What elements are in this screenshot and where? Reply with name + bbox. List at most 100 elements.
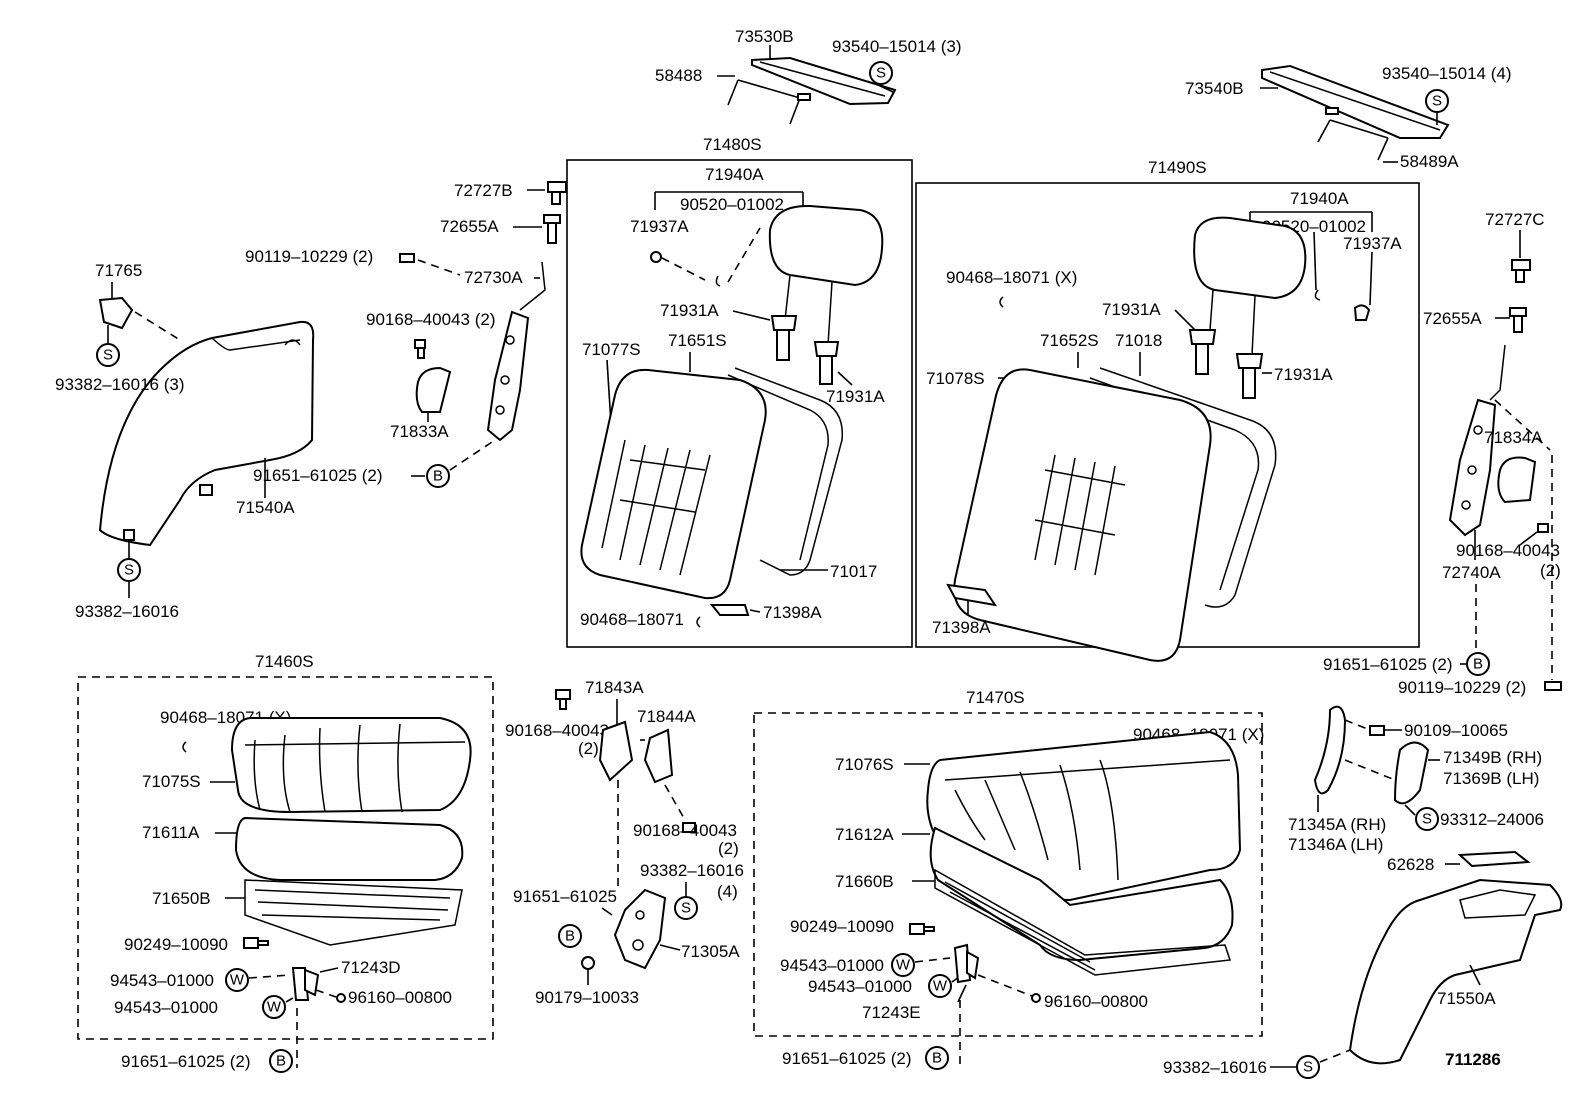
- side-cover-71540A: [98, 320, 315, 547]
- seatback-left: [580, 367, 844, 600]
- marker-s-93540-4: S: [1425, 89, 1449, 113]
- marker-w-left1: W: [225, 968, 249, 992]
- svg-text:S: S: [1432, 93, 1442, 110]
- marker-s-93382-mid: S: [674, 896, 698, 920]
- label-90179: 90179–10033: [535, 988, 639, 1007]
- label-62628: 62628: [1387, 855, 1434, 874]
- box-71480S: [566, 159, 913, 648]
- cover-71349B: [1393, 741, 1430, 805]
- bracket-71844A: [643, 728, 674, 784]
- guide-71931A-right2: [1235, 353, 1264, 399]
- cover-71345A: [1313, 705, 1347, 795]
- label-71017: 71017: [830, 562, 877, 581]
- label-93382-3: 93382–16016 (3): [55, 375, 185, 394]
- label-71540A: 71540A: [236, 498, 295, 517]
- label-94543-left1: 94543–01000: [110, 971, 214, 990]
- label-711286: 711286: [1445, 1050, 1501, 1069]
- label-90119-left: 90119–10229 (2): [245, 247, 373, 266]
- svg-text:B: B: [276, 1053, 286, 1070]
- svg-text:S: S: [1303, 1059, 1313, 1076]
- marker-s-93312: S: [1415, 807, 1439, 831]
- marker-b-91651-left: B: [426, 464, 450, 488]
- bracket-71398A-left: [709, 604, 750, 616]
- marker-s-93382-br: S: [1296, 1055, 1320, 1079]
- seatback-right: [953, 367, 1277, 662]
- label-90168-left: 90168–40043 (2): [366, 310, 496, 329]
- label-58488: 58488: [655, 66, 702, 85]
- label-91651-br: 91651–61025 (2): [782, 1049, 912, 1068]
- label-71550A: 71550A: [1437, 989, 1496, 1008]
- label-93540-3: 93540–15014 (3): [832, 37, 962, 56]
- label-71931A-left2: 71931A: [826, 387, 885, 406]
- label-90168-mid: 90168–40043: [505, 721, 609, 740]
- marker-s-93382-left: S: [117, 558, 141, 582]
- frame-71660B: [934, 868, 1232, 976]
- label-71398A-left: 71398A: [763, 603, 822, 622]
- svg-text:B: B: [565, 928, 575, 945]
- label-90468-rightx: 90468–18071 (X): [946, 268, 1077, 287]
- label-71349B: 71349B (RH): [1443, 748, 1542, 767]
- label-71346A: 71346A (LH): [1288, 835, 1383, 854]
- bracket-71398A-right: [946, 583, 998, 607]
- svg-text:B: B: [932, 1050, 942, 1067]
- label-71398A-right: 71398A: [932, 618, 991, 637]
- label-90468-left: 90468–18071: [580, 610, 684, 629]
- label-71305A: 71305A: [681, 942, 740, 961]
- label-71937A-left: 71937A: [630, 217, 689, 236]
- label-58489A: 58489A: [1400, 152, 1459, 171]
- svg-text:S: S: [124, 562, 134, 579]
- label-90168-right: 90168–40043: [1456, 541, 1560, 560]
- label-71345A: 71345A (RH): [1288, 815, 1386, 834]
- label-71660B: 71660B: [835, 872, 894, 891]
- label-90249-right: 90249–10090: [790, 917, 894, 936]
- label-71243D: 71243D: [341, 958, 401, 977]
- label-91651-bl: 91651–61025 (2): [121, 1052, 251, 1071]
- label-91651-left: 91651–61025 (2): [253, 466, 383, 485]
- label-93312: 93312–24006: [1440, 810, 1544, 829]
- hinge-72740A: [1448, 344, 1506, 537]
- svg-text:S: S: [876, 65, 886, 82]
- svg-text:W: W: [896, 957, 911, 974]
- hinge-72730A: [486, 261, 546, 442]
- label-71652S: 71652S: [1040, 331, 1099, 350]
- label-90168-mid2: 90168–40043: [633, 821, 737, 840]
- label-71078S: 71078S: [926, 369, 985, 388]
- label-71940A-left: 71940A: [705, 165, 764, 184]
- svg-text:S: S: [1422, 811, 1432, 828]
- headrest-left: [768, 204, 884, 346]
- label-71931A-right2: 71931A: [1274, 365, 1333, 384]
- pad-71612A: [929, 826, 1234, 962]
- label-93382-left: 93382–16016: [75, 602, 179, 621]
- label-90520-left: 90520–01002: [680, 195, 784, 214]
- label-71844A: 71844A: [637, 707, 696, 726]
- label-71076S: 71076S: [835, 755, 894, 774]
- bracket-71243E: [953, 943, 980, 984]
- label-4-mid: (4): [717, 882, 738, 901]
- label-72727B: 72727B: [454, 181, 513, 200]
- label-71931A-left1: 71931A: [660, 301, 719, 320]
- marker-s-93382-3: S: [96, 343, 120, 367]
- label-71937A-right: 71937A: [1343, 234, 1402, 253]
- svg-text:W: W: [230, 972, 245, 989]
- label-71611A: 71611A: [142, 823, 200, 842]
- label-93540-4: 93540–15014 (4): [1382, 64, 1512, 83]
- label-71243E: 71243E: [862, 1003, 921, 1022]
- marker-b-91651-mid: B: [558, 924, 582, 948]
- cover-71834A: [1497, 456, 1537, 504]
- label-90119-right: 90119–10229 (2): [1398, 678, 1526, 697]
- clip-71765: [98, 296, 134, 330]
- label-71470S: 71470S: [966, 688, 1025, 707]
- side-cover-71550A: [1348, 878, 1563, 1065]
- svg-text:S: S: [681, 900, 691, 917]
- svg-text:W: W: [933, 978, 948, 995]
- svg-text:W: W: [267, 999, 282, 1016]
- label-71651S: 71651S: [668, 331, 727, 350]
- label-71077S: 71077S: [582, 340, 641, 359]
- label-90249-left: 90249–10090: [124, 935, 228, 954]
- bracket-71843A: [598, 720, 634, 782]
- label-94543-left2: 94543–01000: [114, 998, 218, 1017]
- label-72655A-right: 72655A: [1423, 309, 1482, 328]
- label-73540B: 73540B: [1185, 79, 1244, 98]
- label-71369B: 71369B (LH): [1443, 769, 1539, 788]
- box-71460S: [77, 676, 494, 1040]
